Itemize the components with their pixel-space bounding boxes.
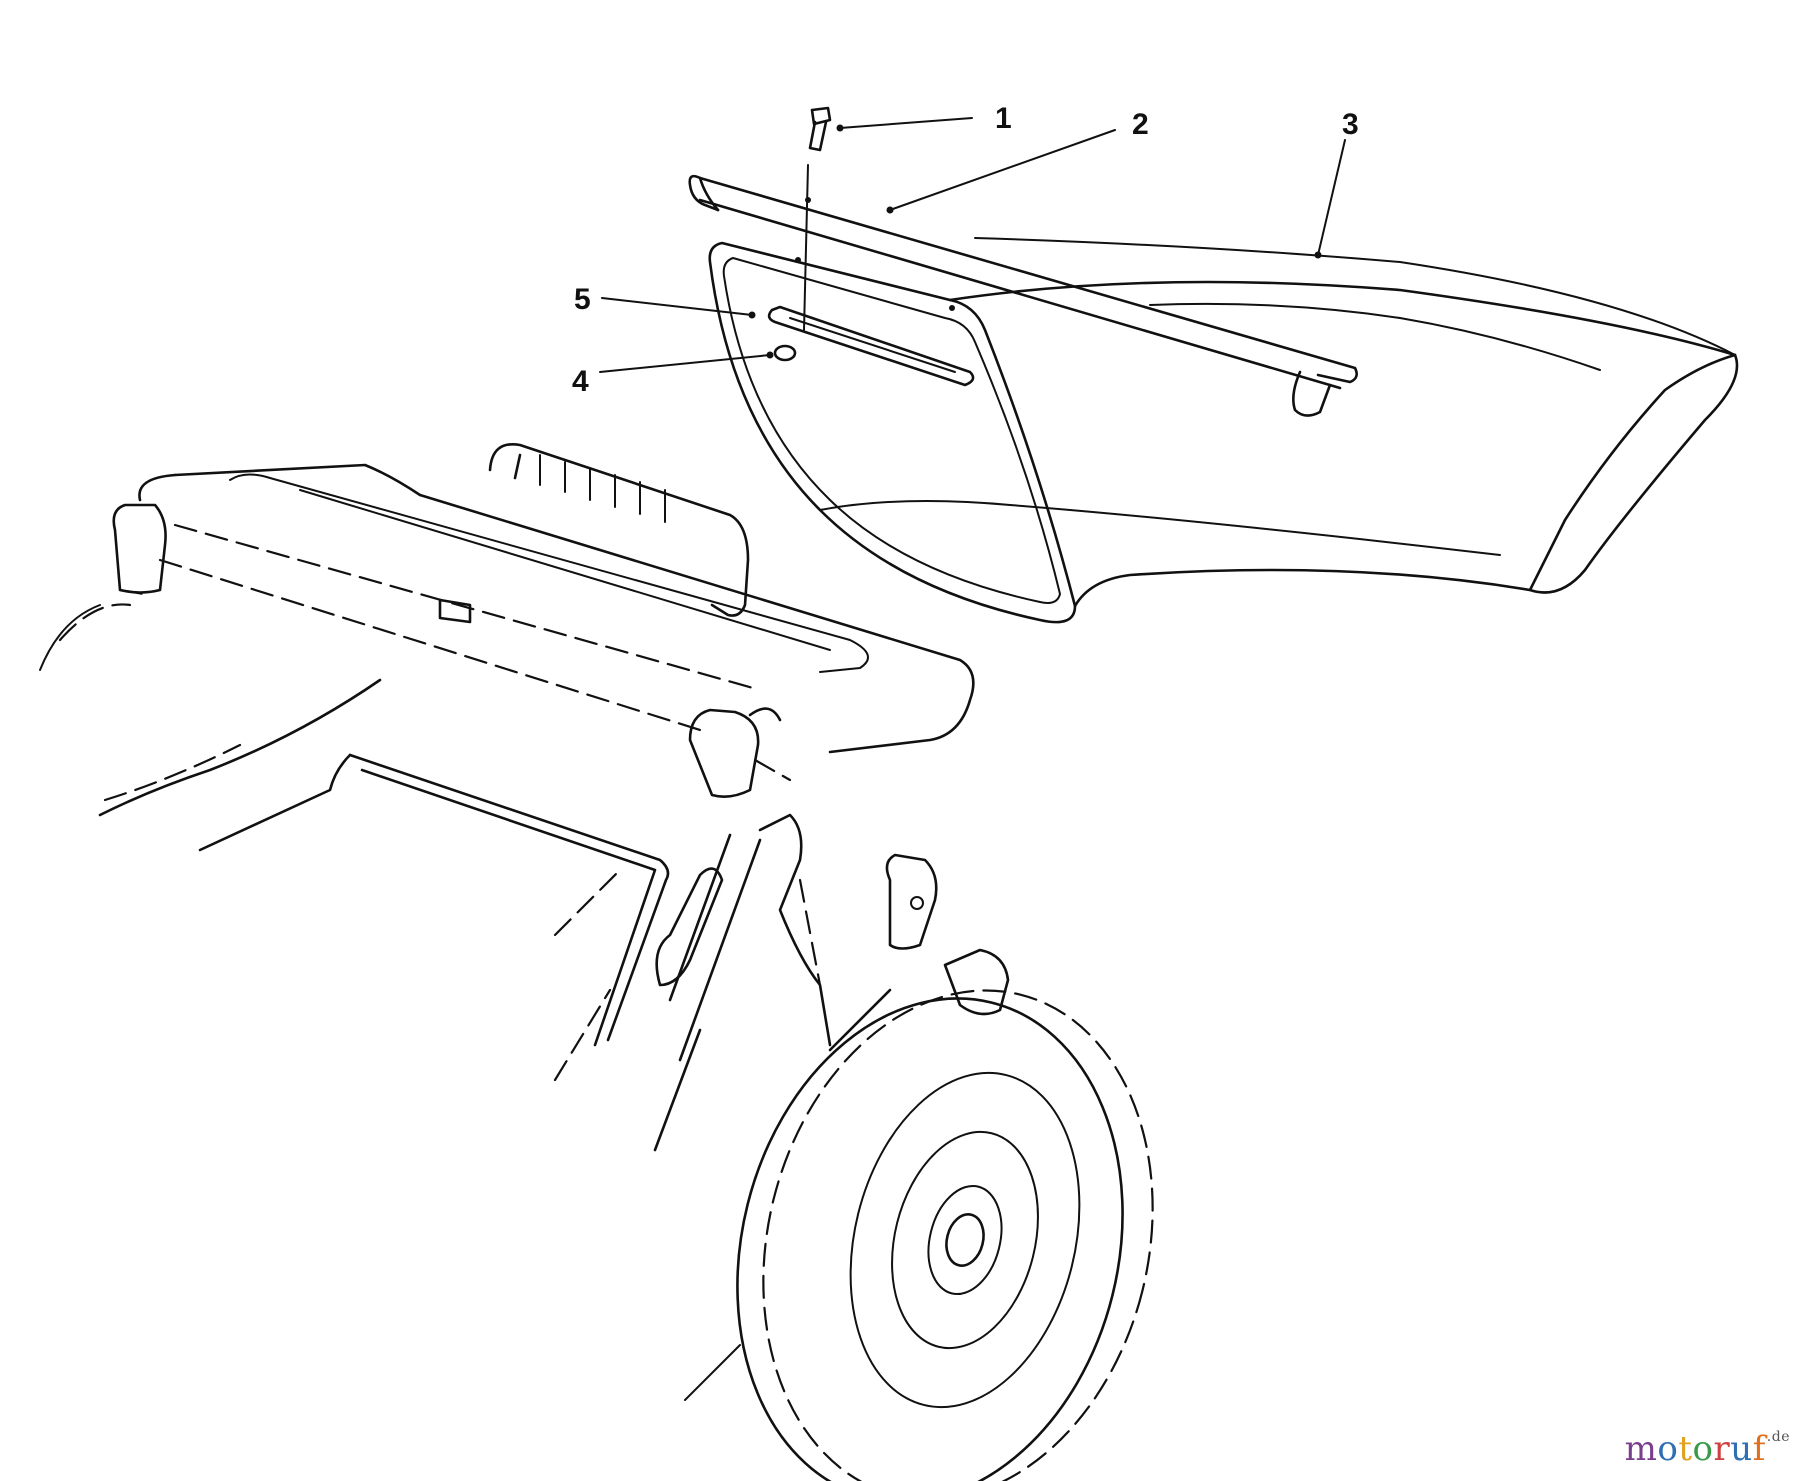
grass-bag xyxy=(708,237,1739,624)
watermark-letter: o xyxy=(1657,1429,1679,1469)
callout-label-3: 3 xyxy=(1342,108,1359,141)
callout-label-4: 4 xyxy=(572,365,589,398)
callout-3: 3 xyxy=(1314,108,1359,259)
bag-handle-bar xyxy=(688,174,1358,417)
watermark-letter: o xyxy=(1692,1429,1714,1469)
watermark-suffix: .de xyxy=(1766,1429,1790,1445)
callout-2: 2 xyxy=(886,108,1149,214)
bolt xyxy=(803,106,832,331)
callout-label-1: 1 xyxy=(995,102,1012,135)
rear-wheel xyxy=(684,989,1154,1481)
mower-deck xyxy=(39,603,832,1152)
watermark-letter: u xyxy=(1730,1429,1753,1469)
callout-label-5: 5 xyxy=(574,283,591,316)
rear-flap xyxy=(112,442,975,798)
nut xyxy=(773,344,797,362)
wheel-bracket xyxy=(828,853,1010,1052)
callout-5: 5 xyxy=(574,283,756,319)
callout-4: 4 xyxy=(572,351,774,398)
callout-label-2: 2 xyxy=(1132,108,1149,141)
watermark-letter: f xyxy=(1752,1429,1766,1469)
watermark-letter: m xyxy=(1624,1429,1658,1469)
callout-1: 1 xyxy=(836,102,1012,135)
watermark-letter: r xyxy=(1713,1429,1731,1469)
watermark-letter: t xyxy=(1678,1429,1693,1469)
stiffener-strip xyxy=(767,305,975,387)
watermark-logo: motoruf.de xyxy=(1625,1429,1790,1469)
small-holes xyxy=(795,197,955,311)
